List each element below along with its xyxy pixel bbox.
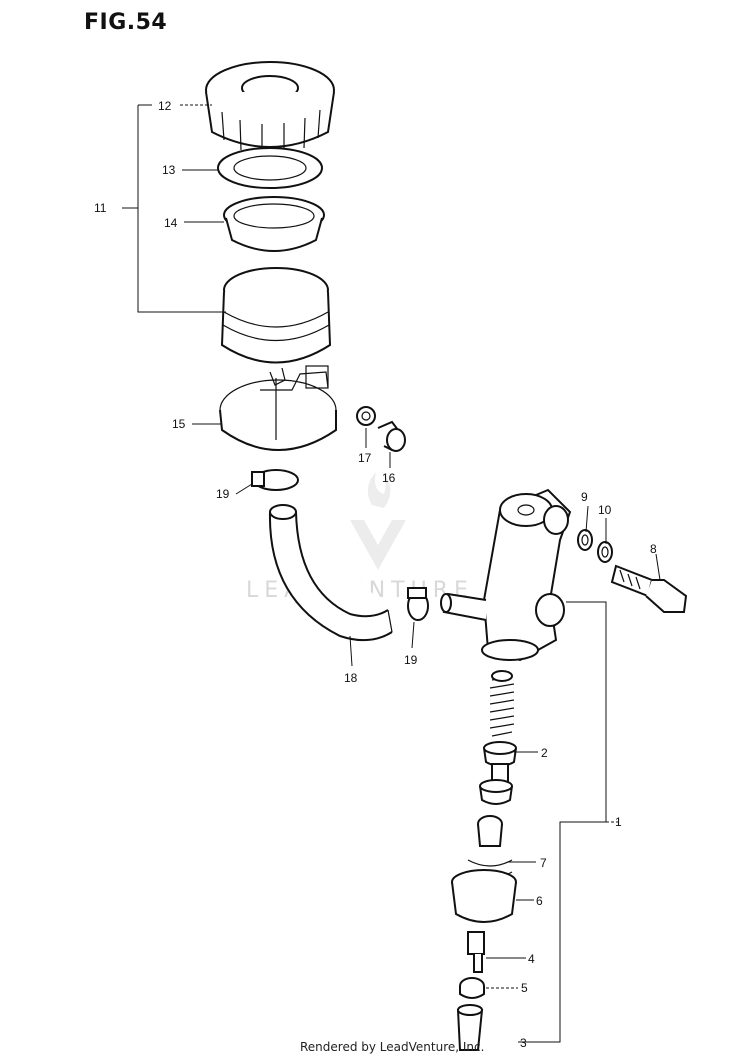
reservoir-body [220,267,332,386]
label-part-1: 1 [615,815,622,829]
diaphragm-plate [217,147,323,189]
label-part-12: 12 [158,99,172,113]
label-part-6: 6 [536,894,543,908]
reservoir-hose [268,504,393,642]
piston [467,815,513,879]
label-part-16: 16 [382,471,396,485]
piston-lower-cup [479,779,513,805]
washer-9 [577,529,593,551]
hose-clamp-top [251,469,299,491]
label-part-15: 15 [172,417,186,431]
washer-10 [597,541,613,563]
label-part-17: 17 [358,451,372,465]
reservoir-cap [205,61,335,154]
label-part-19-top: 19 [216,487,230,501]
label-part-18: 18 [344,671,358,685]
label-part-8: 8 [650,542,657,556]
figure-title: FIG.54 [84,10,168,35]
label-part-19-lower: 19 [404,653,418,667]
o-ring [356,406,376,426]
lock-nut [459,977,485,999]
watermark-logo [350,472,406,570]
clevis [456,1004,484,1051]
footer-credit: Rendered by LeadVenture, Inc. [300,1040,485,1054]
hose-clamp-lower [407,587,429,621]
label-part-2: 2 [541,746,548,760]
label-part-13: 13 [162,163,176,177]
dust-boot [451,869,517,923]
label-part-9: 9 [581,490,588,504]
label-part-14: 14 [164,216,178,230]
label-part-4: 4 [528,952,535,966]
master-cylinder-body [440,488,572,662]
mounting-bolt [610,564,688,613]
label-part-10: 10 [598,503,612,517]
diaphragm [223,196,325,252]
label-part-11: 11 [94,201,107,215]
return-spring [489,670,515,737]
reservoir-holder [219,365,337,451]
label-part-3: 3 [520,1036,527,1050]
push-rod [467,931,485,973]
leader-lines [122,104,661,1043]
label-part-7: 7 [540,856,547,870]
label-part-5: 5 [521,981,528,995]
holder-screw [377,420,406,452]
part-labels: 1 2 3 4 5 6 7 8 9 10 11 12 13 14 15 16 1… [94,99,657,1050]
primary-cup [483,741,517,785]
